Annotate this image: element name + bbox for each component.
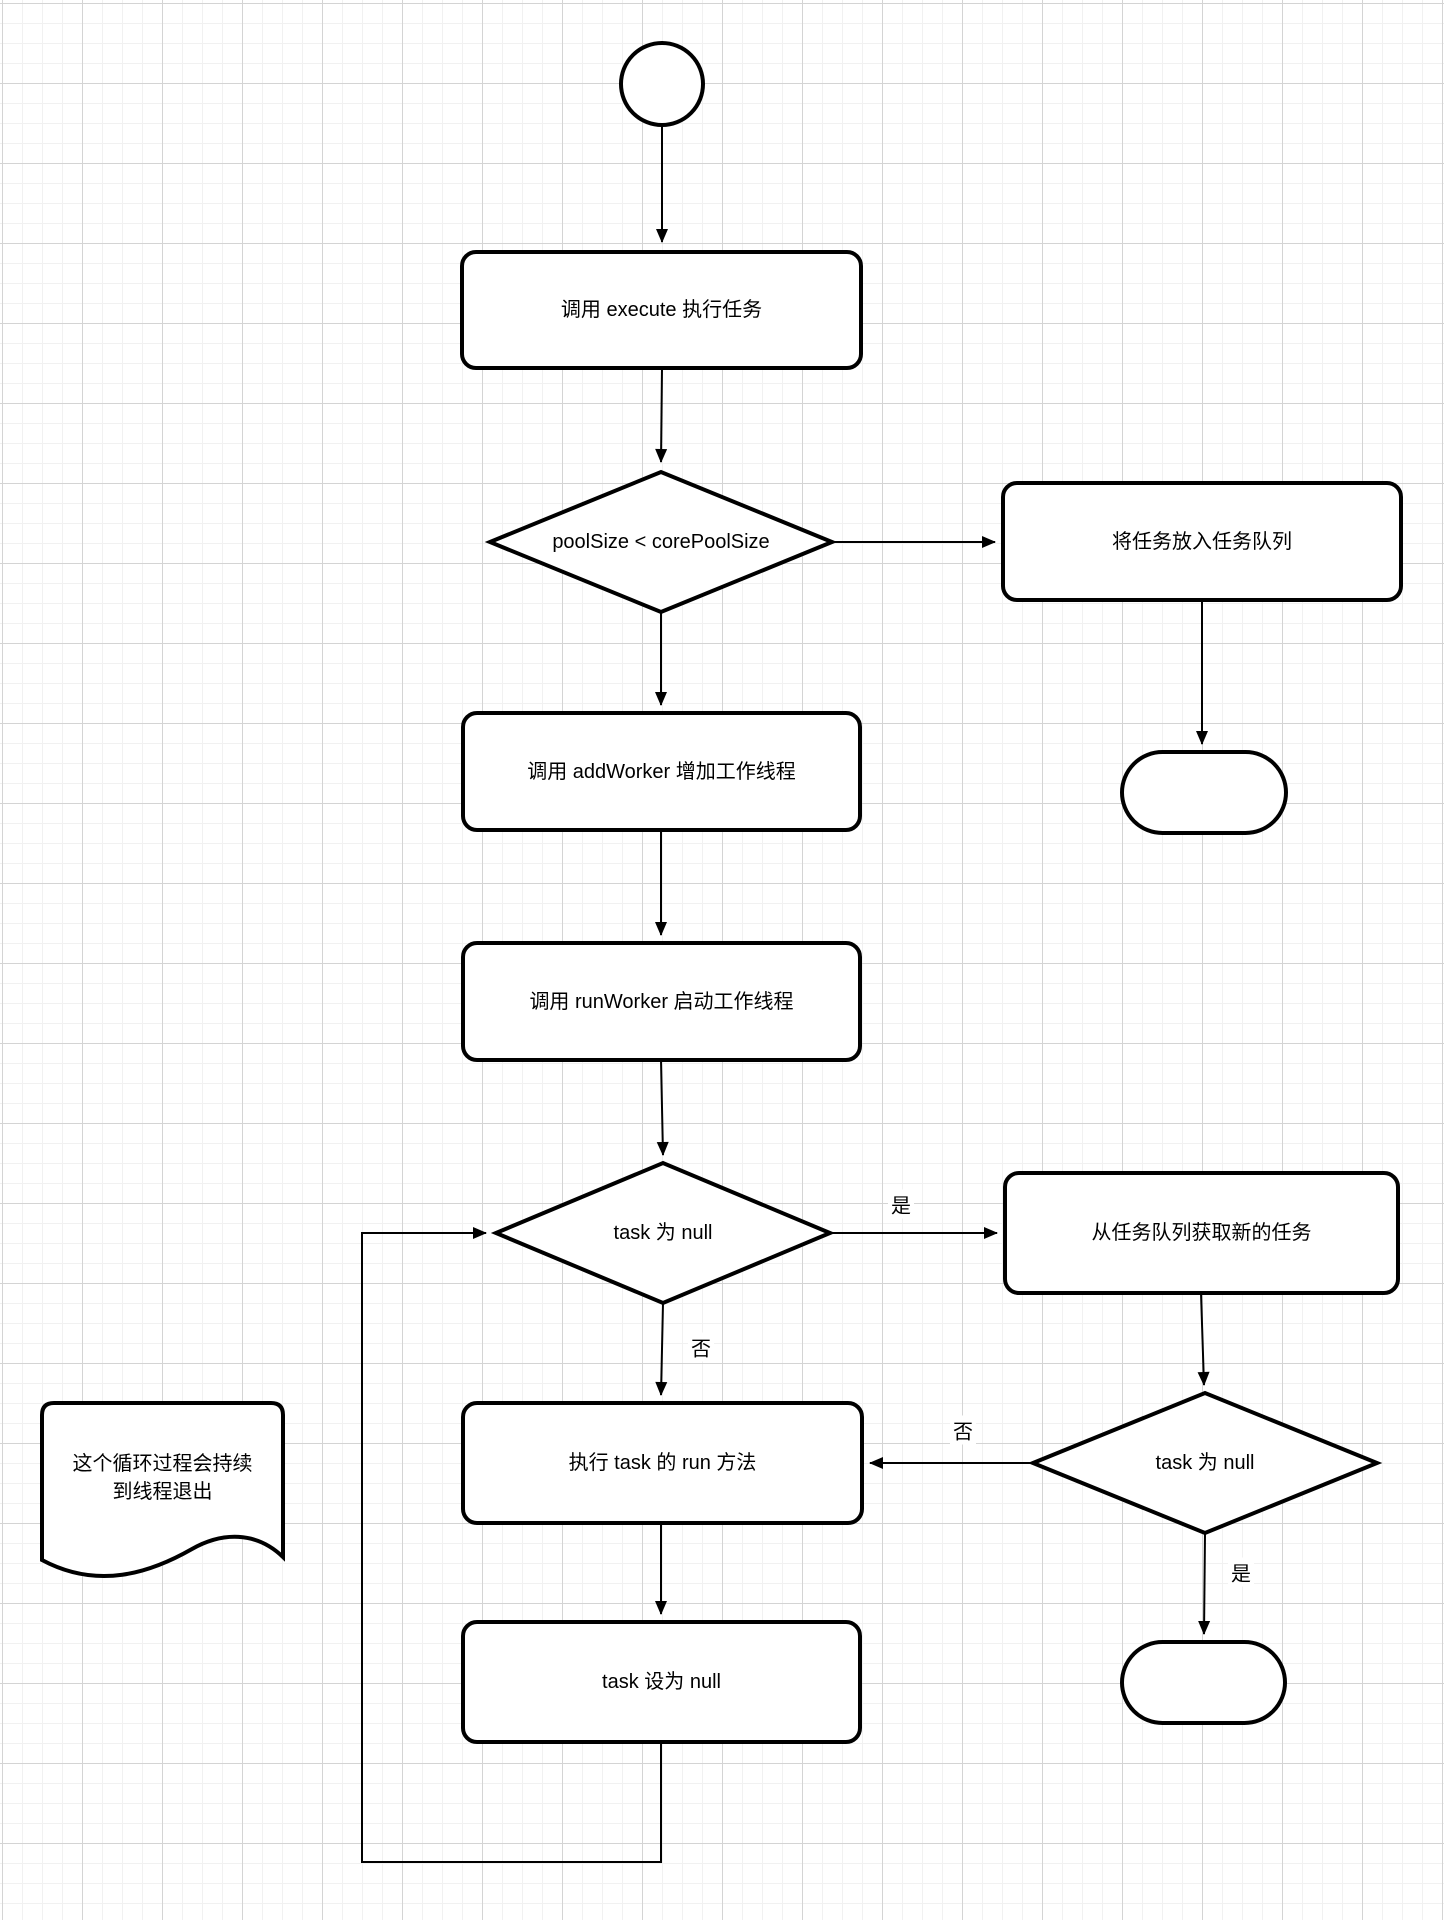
edge-gettask-to-tasknull-decision2[interactable] — [1197, 1292, 1210, 1386]
execute-box-shape[interactable] — [460, 250, 863, 370]
edge-tasknull-no-to-runmethod[interactable] — [655, 1302, 668, 1396]
tasknull-decision2-shape[interactable] — [1027, 1390, 1383, 1536]
gettask-box-shape[interactable] — [1003, 1171, 1400, 1295]
tasknull-decision1-shape[interactable] — [490, 1160, 836, 1306]
start-circle-shape[interactable] — [619, 41, 705, 127]
edge-tasknull2-yes-to-end[interactable] — [1198, 1532, 1211, 1635]
edge-setnull-loop-back-to-tasknull[interactable] — [361, 1227, 662, 1863]
poolsize-decision-shape[interactable] — [484, 469, 838, 615]
addworker-box-shape[interactable] — [461, 711, 862, 832]
enqueue-box-shape[interactable] — [1001, 481, 1403, 602]
enqueue-end-terminal-shape[interactable] — [1120, 750, 1288, 835]
loop-end-terminal-shape[interactable] — [1120, 1640, 1287, 1725]
runworker-box-shape[interactable] — [461, 941, 862, 1062]
setnull-box-shape[interactable] — [461, 1620, 862, 1744]
loop-note-shape[interactable] — [40, 1401, 285, 1579]
runmethod-box-shape[interactable] — [461, 1401, 864, 1525]
edge-runworker-to-tasknull-decision[interactable] — [656, 1059, 669, 1156]
edge-execute-to-poolsize-decision[interactable] — [655, 367, 668, 463]
